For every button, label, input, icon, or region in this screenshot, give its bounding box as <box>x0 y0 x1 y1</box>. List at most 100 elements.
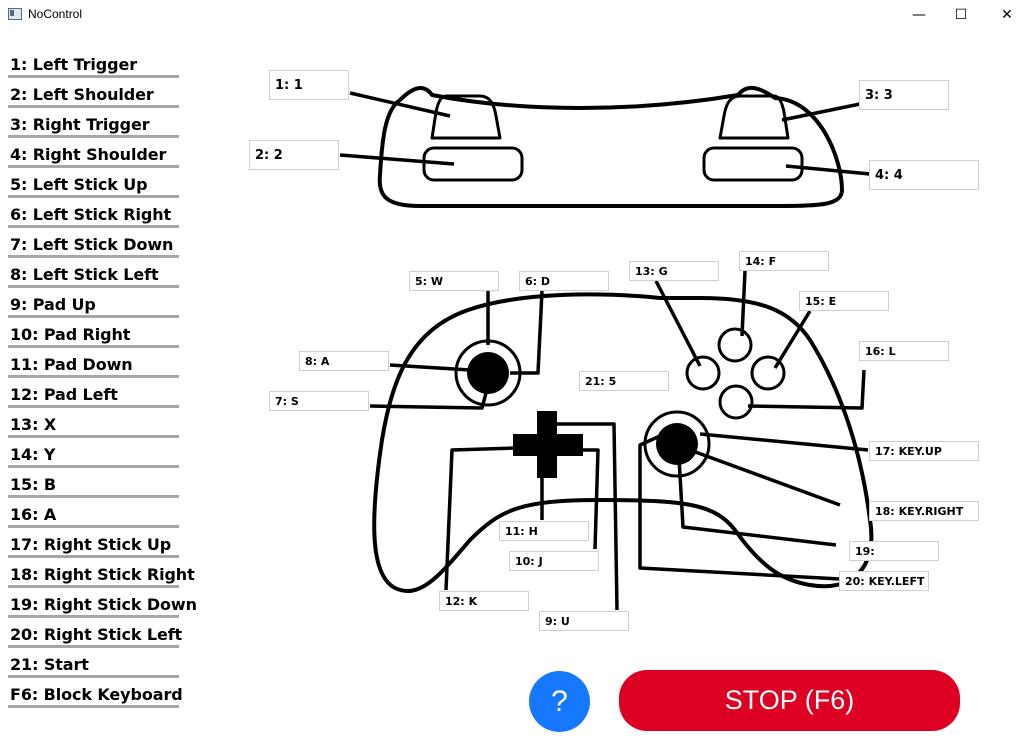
binding-field-13[interactable]: 13: G <box>629 261 719 281</box>
binding-number: 1: 1 <box>275 78 303 93</box>
binding-field-10[interactable]: 10: J <box>509 551 599 571</box>
binding-field-15[interactable]: 15: E <box>799 291 889 311</box>
leader-line-1 <box>349 91 451 118</box>
app-icon <box>8 8 22 20</box>
binding-field-8[interactable]: 8: A <box>299 351 389 371</box>
binding-number: 11: H <box>505 525 538 538</box>
binding-value: 4 <box>893 168 903 183</box>
divider <box>8 345 179 348</box>
binding-value: KEY.RIGHT <box>898 505 964 518</box>
binding-field-9[interactable]: 9: U <box>539 611 629 631</box>
divider <box>8 525 179 528</box>
divider <box>8 555 179 558</box>
binding-field-1[interactable]: 1: 1 <box>269 70 349 100</box>
divider <box>8 225 179 228</box>
binding-value: 2 <box>273 148 283 163</box>
minimize-icon[interactable]: — <box>912 7 926 23</box>
binding-value: J <box>538 555 543 568</box>
sidebar-item-y: 14: Y <box>8 440 180 470</box>
binding-field-16[interactable]: 16: L <box>859 341 949 361</box>
binding-number: 12: K <box>445 595 478 608</box>
divider <box>8 135 179 138</box>
binding-value: 5 <box>608 375 617 388</box>
divider <box>8 75 179 78</box>
binding-number: 8: A <box>305 355 330 368</box>
binding-field-19[interactable]: 19: <box>849 541 939 561</box>
binding-field-11[interactable]: 11: H <box>499 521 589 541</box>
binding-field-14[interactable]: 14: F <box>739 251 829 271</box>
binding-field-4[interactable]: 4: 4 <box>869 160 979 190</box>
sidebar-item-label: F6: Block Keyboard <box>10 685 183 704</box>
divider <box>8 405 179 408</box>
binding-number: 13: G <box>635 265 668 278</box>
divider <box>8 315 179 318</box>
leader-line-13 <box>654 280 702 367</box>
sidebar-item-label: 12: Pad Left <box>10 385 118 404</box>
binding-field-18[interactable]: 18: KEY.RIGHT <box>869 501 979 521</box>
sidebar-item-label: 8: Left Stick Left <box>10 265 159 284</box>
sidebar-item-right-stick-left: 20: Right Stick Left <box>8 620 183 650</box>
binding-value: S <box>290 395 299 408</box>
sidebar-item-label: 21: Start <box>10 655 89 674</box>
close-icon[interactable]: ✕ <box>1001 7 1013 23</box>
face-button-a <box>718 384 754 420</box>
sidebar-item-label: 14: Y <box>10 445 56 464</box>
divider <box>8 435 179 438</box>
leader-line-3 <box>781 102 861 122</box>
binding-field-20[interactable]: 20: KEY.LEFT <box>839 571 929 591</box>
binding-number: 15: E <box>805 295 837 308</box>
binding-number: 16: L <box>865 345 896 358</box>
binding-field-2[interactable]: 2: 2 <box>249 140 339 170</box>
divider <box>8 705 179 708</box>
binding-value: D <box>540 275 551 288</box>
maximize-icon[interactable]: ☐ <box>954 7 968 23</box>
sidebar-item-label: 20: Right Stick Left <box>10 625 183 644</box>
leader-line-20 <box>638 434 841 581</box>
binding-number: 4: 4 <box>875 168 903 183</box>
sidebar-item-left-stick-right: 6: Left Stick Right <box>8 200 180 230</box>
binding-field-7[interactable]: 7: S <box>269 391 369 411</box>
binding-number: 2: 2 <box>255 148 283 163</box>
sidebar-item-a: 16: A <box>8 500 180 530</box>
sidebar-item-label: 6: Left Stick Right <box>10 205 172 224</box>
divider <box>8 615 179 618</box>
dpad-cross <box>513 411 583 478</box>
face-button-x <box>685 355 721 391</box>
divider <box>8 255 179 258</box>
binding-number: 6: D <box>525 275 551 288</box>
leader-line-8 <box>389 363 471 372</box>
binding-field-12[interactable]: 12: K <box>439 591 529 611</box>
left-stick-knob <box>467 352 509 394</box>
sidebar-item-label: 13: X <box>10 415 57 434</box>
binding-field-3[interactable]: 3: 3 <box>859 80 949 110</box>
binding-field-21[interactable]: 21: 5 <box>579 371 669 391</box>
binding-value: K <box>468 595 478 608</box>
leader-line-9 <box>557 422 619 611</box>
help-button[interactable]: ? <box>529 671 590 732</box>
binding-value: A <box>320 355 330 368</box>
left-shoulder-shape <box>422 146 524 182</box>
sidebar-item-left-stick-up: 5: Left Stick Up <box>8 170 180 200</box>
binding-field-6[interactable]: 6: D <box>519 271 609 291</box>
leader-line-14 <box>740 270 747 337</box>
sidebar-item-label: 2: Left Shoulder <box>10 85 154 104</box>
sidebar-item-right-stick-right: 18: Right Stick Right <box>8 560 195 590</box>
binding-value: KEY.UP <box>898 445 942 458</box>
sidebar-item-block-keyboard: F6: Block Keyboard <box>8 680 183 710</box>
sidebar-item-left-trigger: 1: Left Trigger <box>8 50 180 80</box>
binding-number: 9: U <box>545 615 570 628</box>
stop-button[interactable]: STOP (F6) <box>619 670 960 731</box>
sidebar-item-label: 3: Right Trigger <box>10 115 150 134</box>
sidebar-item-label: 10: Pad Right <box>10 325 131 344</box>
leader-line-16 <box>747 369 866 410</box>
leader-line-7 <box>369 392 488 410</box>
binding-value: KEY.LEFT <box>868 575 925 588</box>
right-trigger-shape <box>718 94 790 140</box>
face-button-y <box>717 327 753 363</box>
sidebar-item-right-shoulder: 4: Right Shoulder <box>8 140 180 170</box>
binding-value: W <box>430 275 444 288</box>
binding-field-17[interactable]: 17: KEY.UP <box>869 441 979 461</box>
binding-field-5[interactable]: 5: W <box>409 271 499 291</box>
sidebar-item-right-stick-down: 19: Right Stick Down <box>8 590 197 620</box>
sidebar-item-label: 16: A <box>10 505 57 524</box>
